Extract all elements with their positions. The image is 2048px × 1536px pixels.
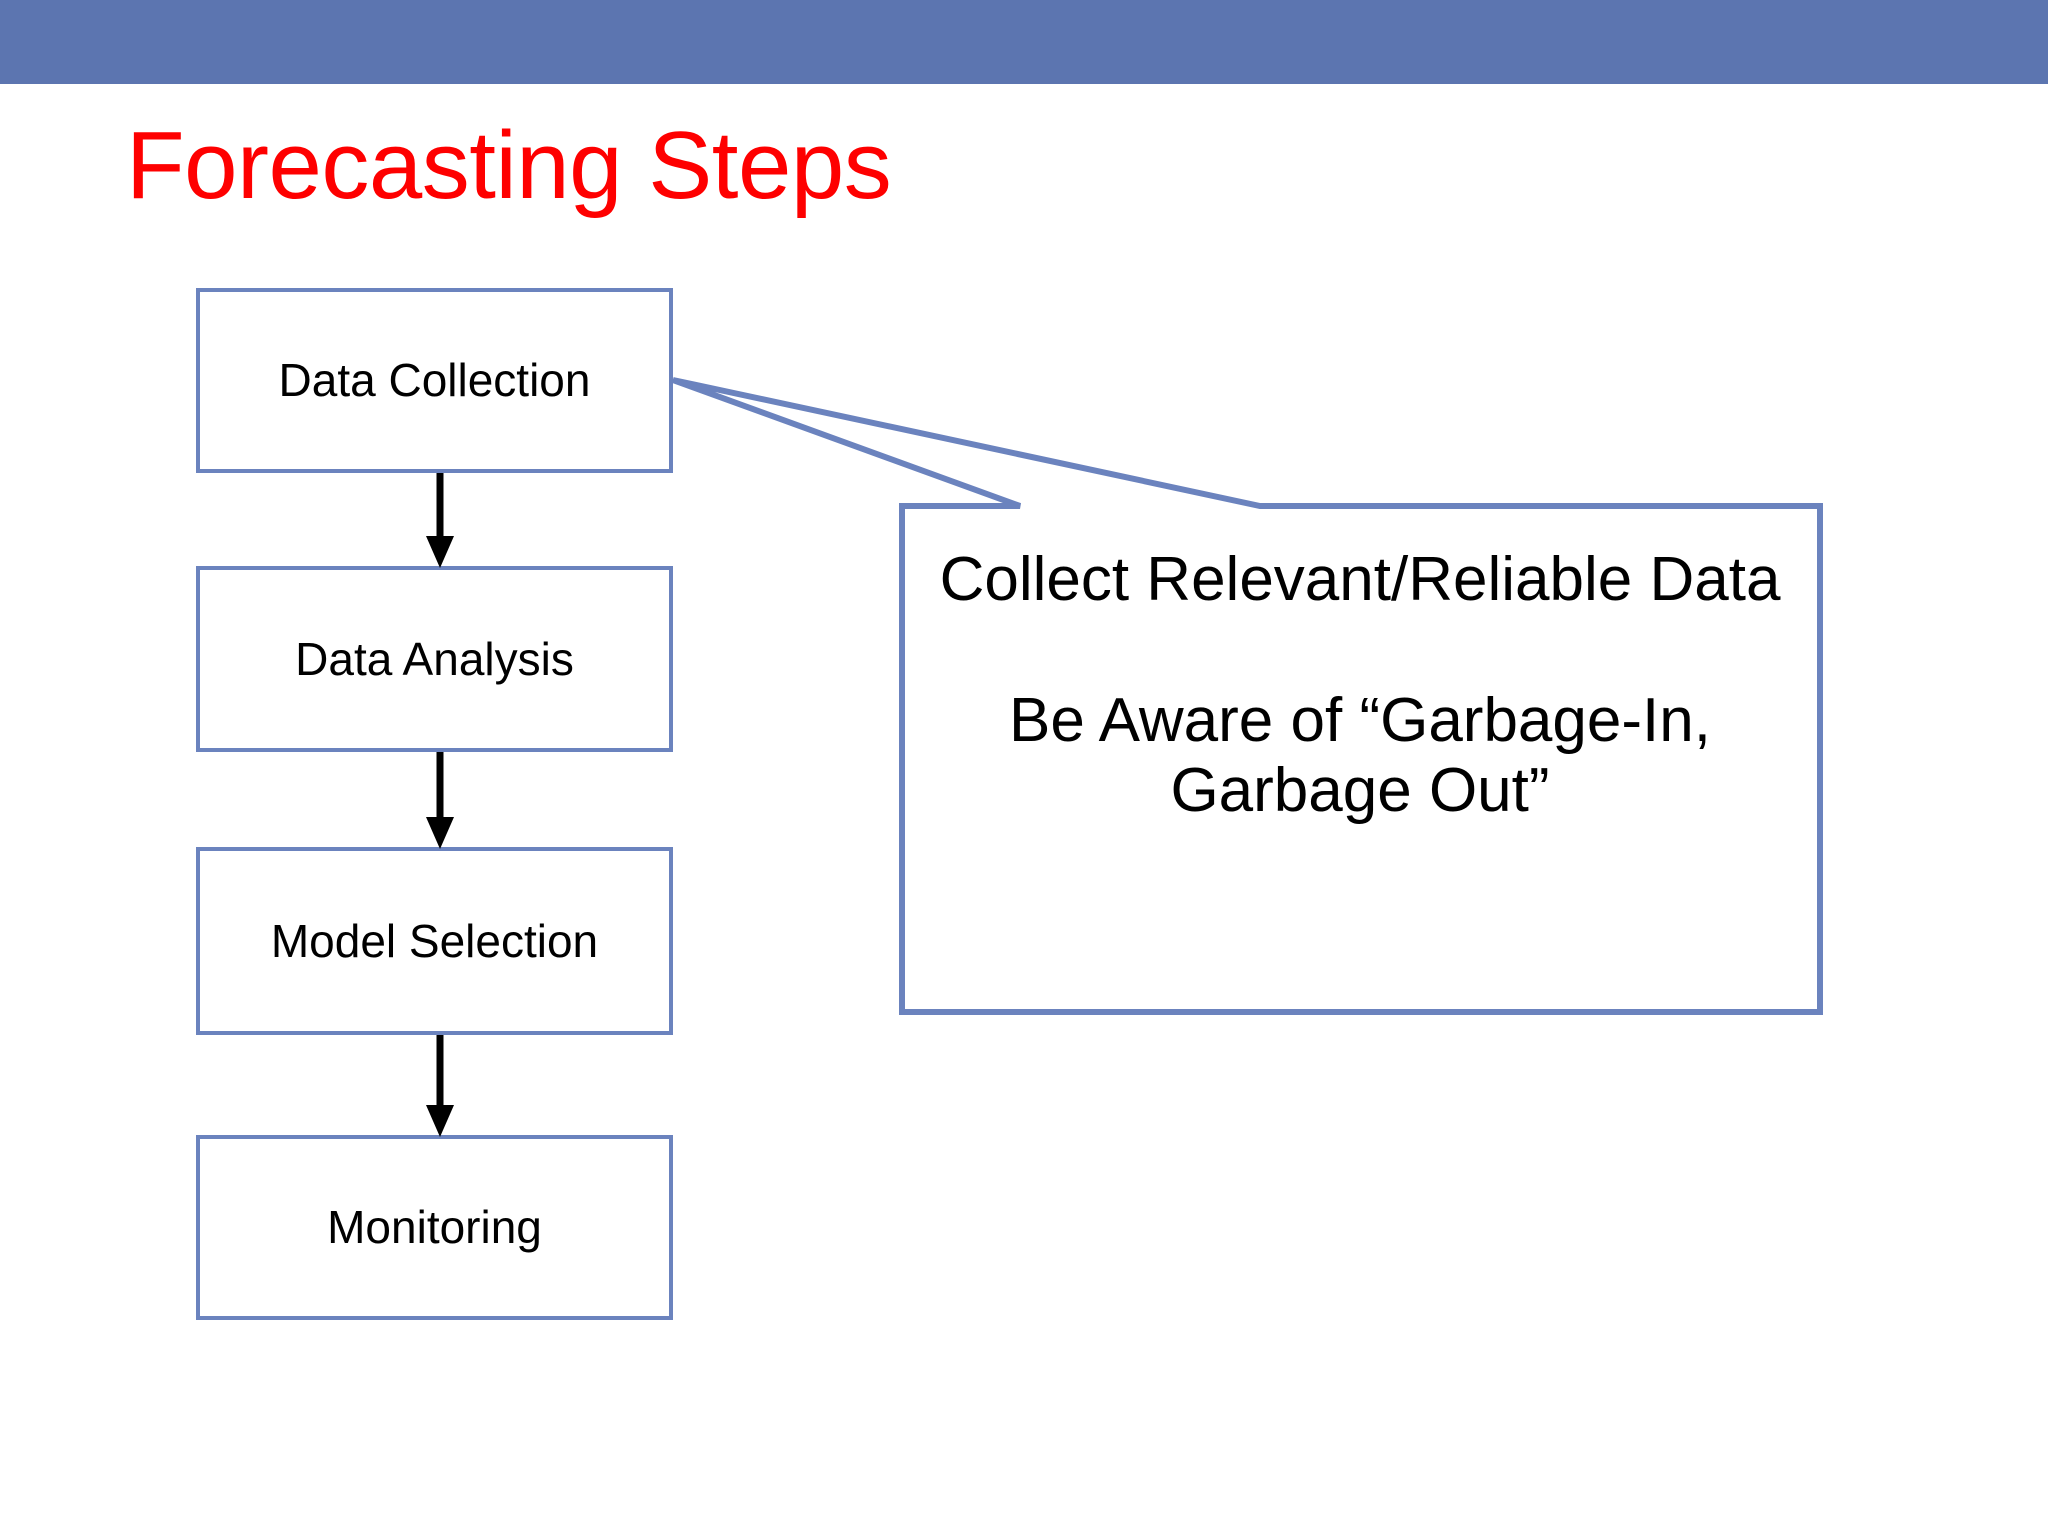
callout-line-2: Be Aware of “Garbage-In, Garbage Out” xyxy=(1009,686,1711,825)
down-arrow-icon xyxy=(426,752,454,849)
callout-line-1: Collect Relevant/Reliable Data xyxy=(939,545,1781,614)
flow-step-label: Model Selection xyxy=(270,914,599,967)
flow-step-label: Data Collection xyxy=(278,354,591,407)
flow-step-data-collection[interactable]: Data Collection xyxy=(196,288,673,473)
flow-step-monitoring[interactable]: Monitoring xyxy=(196,1135,673,1320)
flow-step-model-selection[interactable]: Model Selection xyxy=(196,847,673,1035)
down-arrow-icon xyxy=(426,473,454,568)
flow-step-data-analysis[interactable]: Data Analysis xyxy=(196,566,673,752)
slide-top-band xyxy=(0,0,2048,84)
page-title: Forecasting Steps xyxy=(126,112,892,219)
flow-step-label: Monitoring xyxy=(327,1201,542,1254)
callout-text: Collect Relevant/Reliable Data Be Aware … xyxy=(930,545,1790,825)
flow-step-label: Data Analysis xyxy=(295,632,574,685)
down-arrow-icon xyxy=(426,1035,454,1137)
